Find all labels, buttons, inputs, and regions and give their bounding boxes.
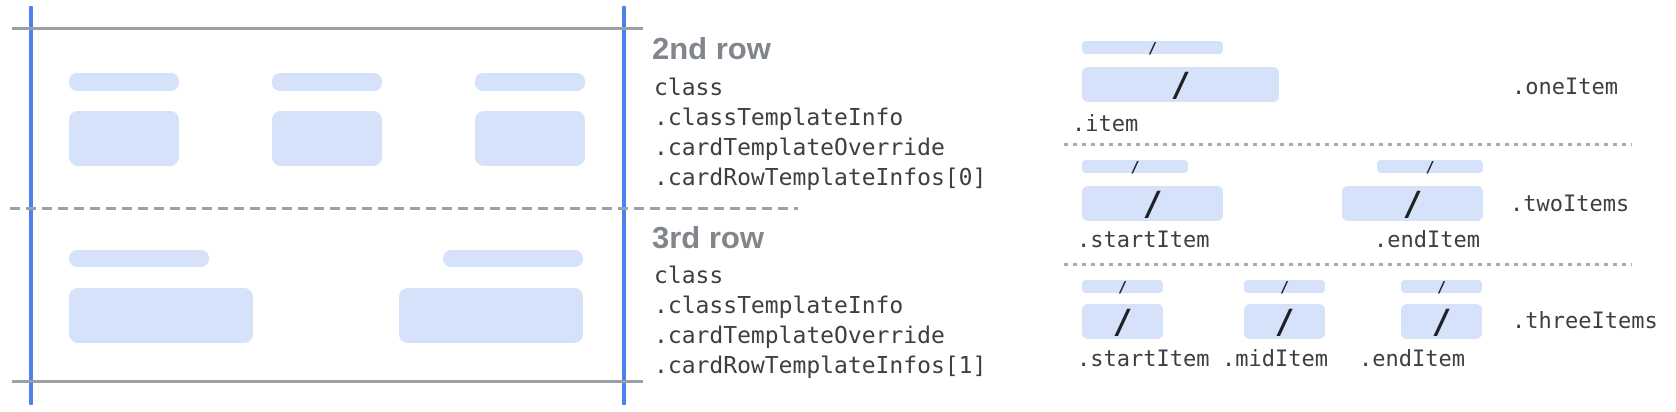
three-items-start-value-bar: / — [1082, 302, 1163, 341]
code-line: .cardRowTemplateInfos[0] — [654, 165, 987, 191]
card-bottom-line — [12, 380, 643, 383]
slash-glyph: / — [1130, 157, 1140, 176]
row3-start-field-box — [69, 288, 253, 343]
two-items-start-value-bar: / — [1082, 184, 1223, 223]
code-line: .cardRowTemplateInfos[1] — [654, 353, 987, 379]
row2-col1-label-bar — [69, 73, 179, 91]
three-items-end-label-bar: / — [1401, 277, 1482, 296]
code-line: .classTemplateInfo — [654, 293, 904, 319]
row3-heading: 3rd row — [652, 220, 764, 255]
code-line: .classTemplateInfo — [654, 105, 904, 131]
row-divider-dashed-line — [10, 207, 798, 210]
code-line: .cardTemplateOverride — [654, 323, 945, 349]
mid-item-label: .midItem — [1222, 347, 1328, 372]
code-line: .cardTemplateOverride — [654, 135, 945, 161]
three-items-end-value-bar: / — [1401, 302, 1482, 341]
row2-col2-label-bar — [272, 73, 382, 91]
start-item-label: .startItem — [1077, 228, 1210, 253]
card-right-edge-line — [622, 6, 626, 405]
slash-glyph: / — [1142, 184, 1163, 223]
code-line: class — [654, 263, 724, 289]
card-top-line — [12, 27, 643, 30]
section-label-three-items: .threeItems — [1512, 309, 1658, 334]
row2-col1-field-box — [69, 111, 179, 166]
two-items-start-label-bar: / — [1082, 157, 1188, 176]
slash-glyph: / — [1147, 38, 1158, 57]
three-items-mid-label-bar: / — [1244, 277, 1325, 296]
row3-code-block: class .classTemplateInfo .cardTemplateOv… — [654, 261, 986, 381]
slash-glyph: / — [1431, 302, 1452, 341]
slash-glyph: / — [1279, 277, 1290, 296]
section-label-one-item: .oneItem — [1512, 75, 1618, 100]
card-left-edge-line — [29, 6, 33, 405]
row3-end-field-box — [399, 288, 583, 343]
slash-glyph: / — [1112, 302, 1133, 341]
row2-col3-label-bar — [475, 73, 585, 91]
row3-end-label-bar — [443, 250, 583, 267]
one-item-value-bar: / — [1082, 65, 1279, 104]
row2-col3-field-box — [475, 111, 585, 166]
item-label: .item — [1072, 112, 1139, 137]
legend-divider-dotted-line — [1064, 263, 1632, 266]
three-items-mid-value-bar: / — [1244, 302, 1325, 341]
slash-glyph: / — [1425, 157, 1435, 176]
start-item-label: .startItem — [1077, 347, 1210, 372]
end-item-label: .endItem — [1374, 228, 1480, 253]
end-item-label: .endItem — [1359, 347, 1465, 372]
slash-glyph: / — [1274, 302, 1295, 341]
row2-col2-field-box — [272, 111, 382, 166]
row2-code-block: class .classTemplateInfo .cardTemplateOv… — [654, 73, 986, 193]
row2-heading: 2nd row — [652, 31, 771, 66]
legend-divider-dotted-line — [1064, 143, 1632, 146]
row3-start-label-bar — [69, 250, 209, 267]
two-items-end-value-bar: / — [1342, 184, 1483, 223]
slash-glyph: / — [1170, 65, 1191, 104]
section-label-two-items: .twoItems — [1510, 192, 1630, 217]
three-items-start-label-bar: / — [1082, 277, 1163, 296]
code-line: class — [654, 75, 724, 101]
slash-glyph: / — [1117, 277, 1128, 296]
slash-glyph: / — [1436, 277, 1447, 296]
one-item-label-bar: / — [1082, 38, 1223, 57]
slash-glyph: / — [1402, 184, 1423, 223]
two-items-end-label-bar: / — [1377, 157, 1483, 176]
